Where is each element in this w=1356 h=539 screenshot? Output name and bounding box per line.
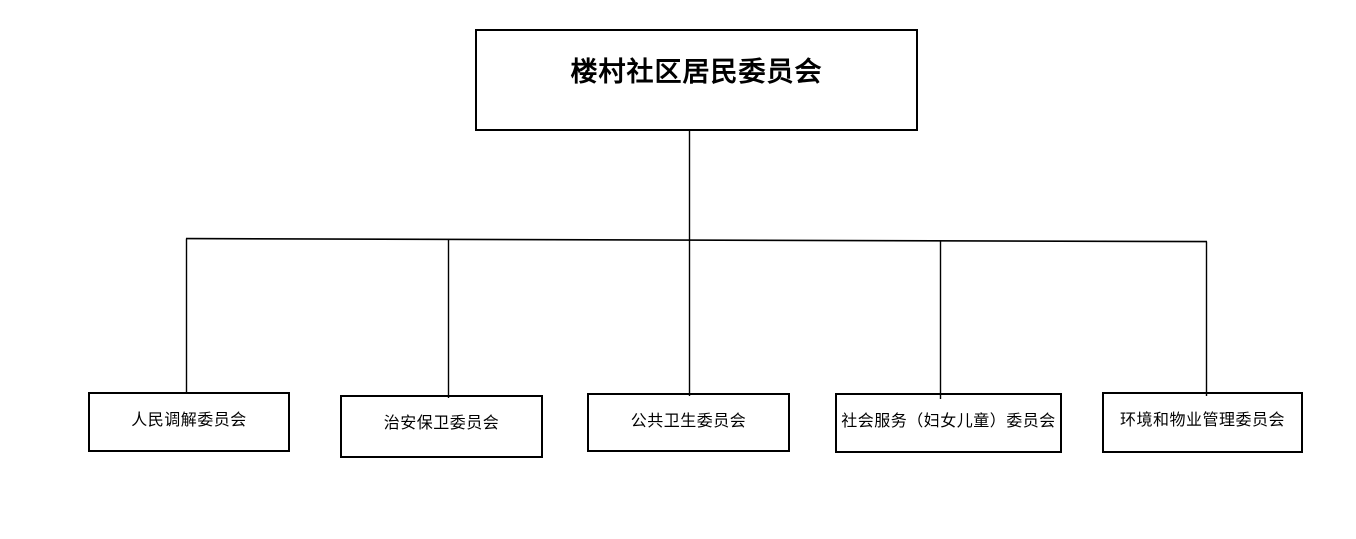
org-node-root-label: 楼村社区居民委员会 xyxy=(570,57,823,87)
org-node-root: 楼村社区居民委员会 xyxy=(475,29,918,131)
org-node-label: 人民调解委员会 xyxy=(131,412,247,429)
org-node-public-security: 治安保卫委员会 xyxy=(340,395,543,458)
org-node-public-health: 公共卫生委员会 xyxy=(587,393,790,452)
org-node-label: 环境和物业管理委员会 xyxy=(1119,412,1285,429)
org-node-label: 公共卫生委员会 xyxy=(630,413,747,430)
org-node-label: 社会服务（妇女儿童）委员会 xyxy=(841,413,1056,430)
org-node-label: 治安保卫委员会 xyxy=(383,415,500,432)
org-node-environment-property: 环境和物业管理委员会 xyxy=(1102,392,1303,453)
org-node-people-mediation: 人民调解委员会 xyxy=(88,392,290,452)
org-node-social-services: 社会服务（妇女儿童）委员会 xyxy=(835,393,1062,453)
